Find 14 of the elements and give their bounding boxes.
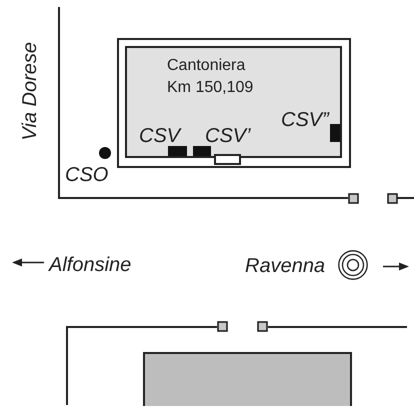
sensor-marker [168, 146, 187, 156]
building-label: Cantoniera Km 150,109 [167, 56, 254, 98]
sensor-marker [193, 146, 211, 156]
sensor-label: CSV’ [205, 126, 251, 146]
destination-label: Ravenna [245, 256, 326, 276]
destination-label: Alfonsine [49, 255, 132, 275]
building-plan [125, 46, 342, 158]
store-building [143, 352, 352, 406]
sensor-label: CSV [139, 126, 180, 146]
sensor-label: CSO [65, 165, 108, 185]
sensor-dot [99, 147, 111, 159]
road-name: Via Dorese [20, 42, 40, 141]
sensor-label: CSV” [281, 110, 329, 130]
sensor-marker [330, 124, 340, 142]
